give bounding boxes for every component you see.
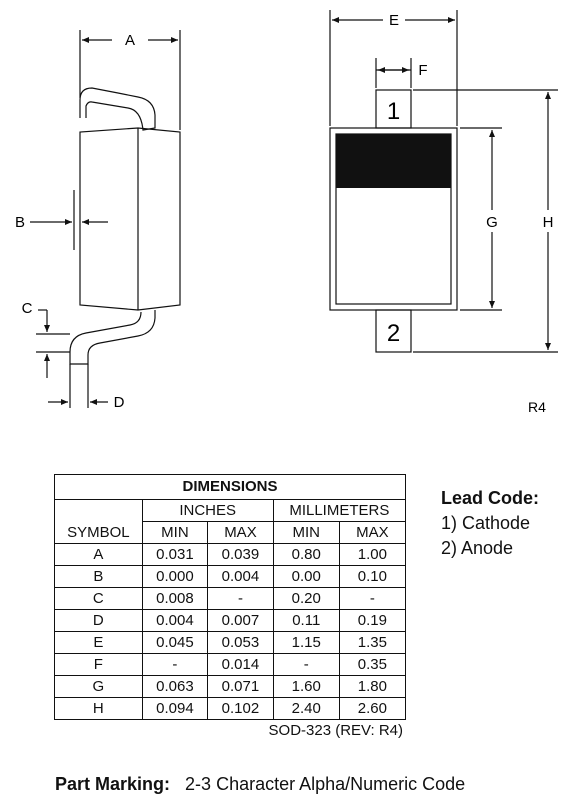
table-row: G 0.063 0.071 1.60 1.80 xyxy=(54,675,407,698)
side-view xyxy=(36,30,181,408)
package-outline-drawing: A B C D 1 2 E xyxy=(15,10,558,415)
row-mm-min: 0.20 xyxy=(272,587,340,610)
row-in-max: 0.053 xyxy=(207,631,274,654)
cathode-band xyxy=(336,134,451,188)
lead-code-title: Lead Code: xyxy=(441,488,540,508)
pin1-label: 1 xyxy=(387,98,400,125)
symbol-header: SYMBOL xyxy=(54,499,143,544)
row-in-min: 0.008 xyxy=(141,587,209,610)
top-view xyxy=(329,10,558,353)
dim-label-d: D xyxy=(114,394,125,411)
in-max-header: MAX xyxy=(207,521,274,544)
dim-label-b: B xyxy=(15,214,25,231)
lead-code-item: 1) Cathode xyxy=(441,513,531,533)
pin1-lead xyxy=(375,89,412,129)
row-mm-max: 1.35 xyxy=(338,631,407,654)
table-row: B 0.000 0.004 0.00 0.10 xyxy=(54,565,407,588)
dimensions-table: DIMENSIONS SYMBOL INCHES MILLIMETERS MIN… xyxy=(54,474,407,720)
in-min-header: MIN xyxy=(141,521,209,544)
row-symbol: F xyxy=(54,653,143,676)
row-mm-min: 1.15 xyxy=(272,631,340,654)
row-mm-max: 0.10 xyxy=(338,565,407,588)
table-row: F - 0.014 - 0.35 xyxy=(54,653,407,676)
row-in-max: 0.007 xyxy=(207,609,274,632)
pin2-lead xyxy=(375,309,412,353)
table-row: D 0.004 0.007 0.11 0.19 xyxy=(54,609,407,632)
dim-c xyxy=(38,309,50,378)
part-marking-value: 2-3 Character Alpha/Numeric Code xyxy=(185,774,466,794)
row-mm-min: 2.40 xyxy=(272,697,340,720)
row-in-max: 0.102 xyxy=(207,697,274,720)
row-mm-min: - xyxy=(272,653,340,676)
row-symbol: D xyxy=(54,609,143,632)
table-row: E 0.045 0.053 1.15 1.35 xyxy=(54,631,407,654)
row-symbol: B xyxy=(54,565,143,588)
row-mm-max: 0.35 xyxy=(338,653,407,676)
row-mm-min: 0.00 xyxy=(272,565,340,588)
part-marking-label: Part Marking: xyxy=(55,774,171,794)
row-in-min: 0.031 xyxy=(141,543,209,566)
dim-label-g: G xyxy=(486,214,498,231)
row-mm-min: 0.11 xyxy=(272,609,340,632)
row-symbol: A xyxy=(54,543,143,566)
row-mm-max: - xyxy=(338,587,407,610)
row-in-min: 0.000 xyxy=(141,565,209,588)
dim-label-e: E xyxy=(389,12,399,29)
row-in-max: - xyxy=(207,587,274,610)
row-mm-max: 1.00 xyxy=(338,543,407,566)
row-symbol: C xyxy=(54,587,143,610)
row-in-max: 0.004 xyxy=(207,565,274,588)
table-unit-row: SYMBOL INCHES MILLIMETERS xyxy=(54,499,407,544)
row-in-max: 0.071 xyxy=(207,675,274,698)
table-minmax-row: MIN MAX MIN MAX xyxy=(55,521,407,544)
row-in-max: 0.014 xyxy=(207,653,274,676)
row-mm-max: 2.60 xyxy=(338,697,407,720)
side-view-body xyxy=(79,127,181,311)
table-row: H 0.094 0.102 2.40 2.60 xyxy=(54,697,407,720)
unit-mm-header: MILLIMETERS xyxy=(272,499,407,522)
package-revision: SOD-323 (REV: R4) xyxy=(268,722,403,739)
row-in-min: - xyxy=(141,653,209,676)
row-in-min: 0.004 xyxy=(141,609,209,632)
row-mm-max: 1.80 xyxy=(338,675,407,698)
row-mm-min: 1.60 xyxy=(272,675,340,698)
row-in-min: 0.063 xyxy=(141,675,209,698)
table-row: A 0.031 0.039 0.80 1.00 xyxy=(54,543,407,566)
row-symbol: G xyxy=(54,675,143,698)
pin2-label: 2 xyxy=(387,320,400,347)
dim-label-h: H xyxy=(543,214,554,231)
revision-tag: R4 xyxy=(528,399,546,415)
row-symbol: E xyxy=(54,631,143,654)
unit-inches-header: INCHES xyxy=(141,499,274,522)
mm-max-header: MAX xyxy=(338,521,407,544)
row-in-max: 0.039 xyxy=(207,543,274,566)
side-view-lower-lead xyxy=(69,310,156,365)
row-mm-min: 0.80 xyxy=(272,543,340,566)
row-mm-max: 0.19 xyxy=(338,609,407,632)
side-view-upper-lead xyxy=(79,87,156,131)
dim-label-f: F xyxy=(418,62,427,79)
mm-min-header: MIN xyxy=(272,521,340,544)
dim-label-c: C xyxy=(22,300,33,317)
table-title: DIMENSIONS xyxy=(54,474,406,500)
lead-code-legend: Lead Code: 1) Cathode 2) Anode xyxy=(441,486,539,561)
row-symbol: H xyxy=(54,697,143,720)
dim-label-a: A xyxy=(125,32,135,49)
part-marking: Part Marking: 2-3 Character Alpha/Numeri… xyxy=(55,774,465,795)
table-row: C 0.008 - 0.20 - xyxy=(54,587,407,610)
lead-code-item: 2) Anode xyxy=(441,538,514,558)
row-in-min: 0.045 xyxy=(141,631,209,654)
table-title-row: DIMENSIONS xyxy=(54,474,406,500)
row-in-min: 0.094 xyxy=(141,697,209,720)
